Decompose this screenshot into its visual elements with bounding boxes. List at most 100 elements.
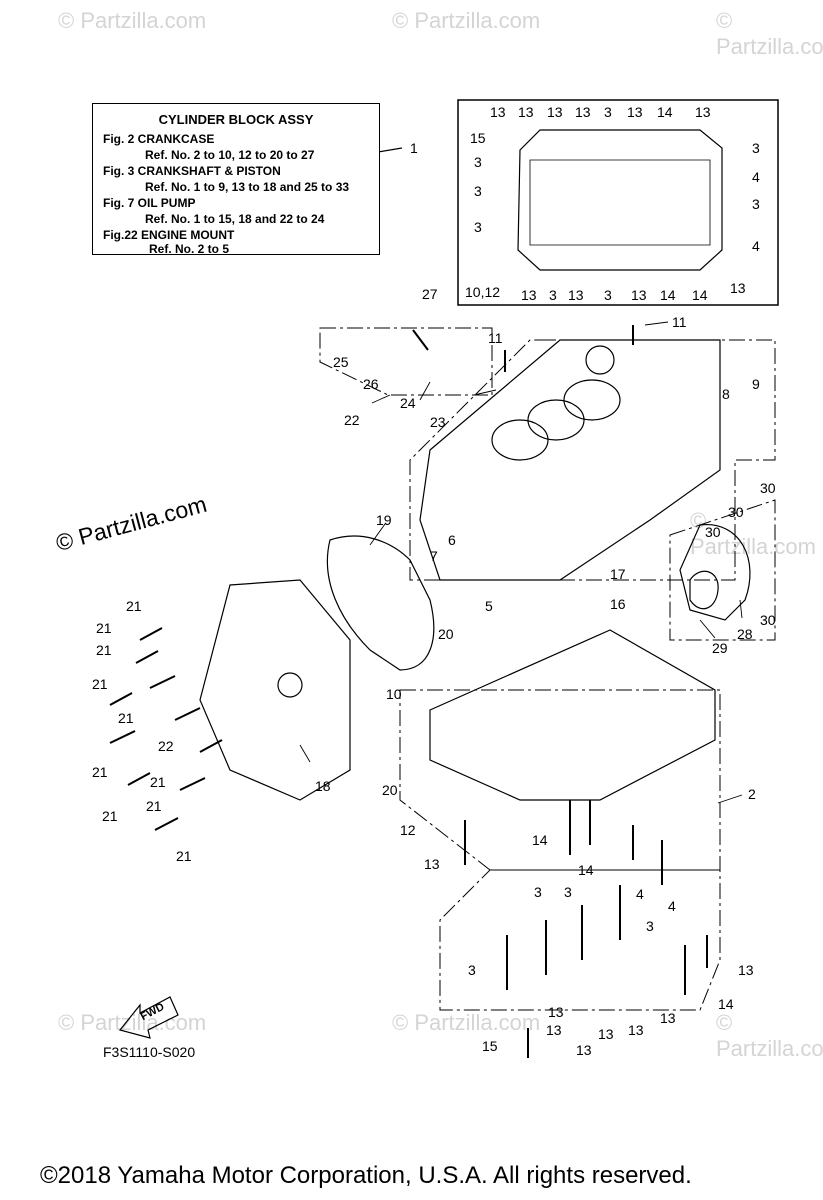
watermark-top-left: © Partzilla.com	[58, 8, 207, 33]
callout-20-top: 20	[438, 626, 454, 642]
fwd-arrow-shape	[118, 996, 179, 1039]
inset-label-left-3: 3	[474, 183, 482, 199]
inset-label-right-1: 3	[752, 140, 760, 156]
callout-30-c: 30	[705, 524, 721, 540]
watermark-top-center: © Partzilla.com	[392, 8, 541, 33]
callout-22-top: 22	[344, 412, 360, 428]
callout-9: 9	[752, 376, 760, 392]
inset-label-top-8: 13	[695, 104, 711, 120]
callout-19: 19	[376, 512, 392, 528]
callout-3-c: 3	[646, 918, 654, 934]
inset-label-bottom-1: 10,12	[465, 284, 501, 300]
leader-22-top	[371, 394, 391, 404]
inset-label-bottom-8: 14	[692, 287, 708, 303]
callout-20-bottom: 20	[382, 782, 398, 798]
callout-24: 24	[400, 395, 416, 411]
oil-filler	[585, 345, 615, 375]
watermark-top-right: © Partzilla.com	[716, 8, 823, 59]
inset-label-top-5: 3	[604, 104, 612, 120]
callout-21-a: 21	[126, 598, 142, 614]
callout-14-a: 14	[532, 832, 548, 848]
callout-14-b: 14	[578, 862, 594, 878]
cylinder-bore-1	[491, 419, 549, 461]
callout-5: 5	[485, 598, 493, 614]
callout-25: 25	[333, 354, 349, 370]
bolt-21-g	[127, 772, 151, 786]
callout-21-g: 21	[150, 774, 166, 790]
leader-11-right	[644, 321, 669, 326]
inset-label-left-1: 15	[470, 130, 486, 146]
inset-label-left-4: 3	[474, 219, 482, 235]
cylinder-block	[419, 339, 721, 581]
inset-label-left-2: 3	[474, 154, 482, 170]
right-cover-gasket	[689, 570, 719, 610]
callout-7: 7	[430, 548, 438, 564]
bolt-21-d	[109, 692, 133, 706]
callout-10: 10	[386, 686, 402, 702]
callout-13-h: 13	[576, 1042, 592, 1058]
inset-label-bottom-5: 3	[604, 287, 612, 303]
callout-14-c: 14	[718, 996, 734, 1012]
watermark-mid-right: © Partzilla.com	[690, 508, 816, 559]
callout-11-right: 11	[672, 314, 687, 330]
callout-30-b: 30	[728, 504, 744, 520]
callout-11-left: 11	[488, 330, 503, 346]
inset-label-top-6: 13	[627, 104, 643, 120]
leader-28	[739, 599, 743, 619]
legend-line-7: Fig.22 ENGINE MOUNT	[103, 228, 235, 242]
leader-2	[717, 794, 743, 804]
bolt-21-h	[179, 777, 206, 791]
inset-label-right-3: 3	[752, 196, 760, 212]
callout-16: 16	[610, 596, 626, 612]
inset-label-bottom-2: 13	[521, 287, 537, 303]
legend-line-4: Ref. No. 1 to 9, 13 to 18 and 25 to 33	[145, 180, 350, 194]
callout-12: 12	[400, 822, 416, 838]
inset-label-bottom-9: 13	[730, 280, 746, 296]
callout-6: 6	[448, 532, 456, 548]
inset-block-inner	[529, 159, 711, 246]
cylinder-bore-3	[563, 379, 621, 421]
bolt-21-c	[149, 675, 176, 689]
callout-30-a: 30	[760, 480, 776, 496]
callout-26: 26	[363, 376, 379, 392]
callout-3-b: 3	[564, 884, 572, 900]
callout-28: 28	[737, 626, 753, 642]
bolt-22	[174, 707, 201, 721]
legend-line-6: Ref. No. 1 to 15, 18 and 22 to 24	[145, 212, 325, 226]
inset-label-top-3: 13	[547, 104, 563, 120]
callout-8: 8	[722, 386, 730, 402]
boundary-crankcase	[399, 689, 721, 871]
right-cover	[679, 524, 751, 621]
bolt-21-i	[154, 817, 179, 831]
inset-label-top-7: 14	[657, 104, 673, 120]
callout-21-b: 21	[96, 620, 112, 636]
callout-2: 2	[748, 786, 756, 802]
callout-21-h: 21	[146, 798, 162, 814]
callout-18: 18	[315, 778, 331, 794]
legend-leader-line	[377, 147, 403, 153]
callout-21-i: 21	[102, 808, 118, 824]
inset-label-bottom-3: 3	[549, 287, 557, 303]
callout-15: 15	[482, 1038, 498, 1054]
callout-21-c: 21	[96, 642, 112, 658]
legend-line-8: Ref. No. 2 to 5	[149, 242, 230, 256]
callout-4-a: 4	[636, 886, 644, 902]
callout-23: 23	[430, 414, 446, 430]
bolt-21-f	[199, 739, 223, 753]
watermark-bottom-right: © Partzilla.com	[716, 1010, 823, 1061]
inset-block-outline	[517, 129, 723, 271]
inset-label-right-2: 4	[752, 169, 760, 185]
callout-21-f: 21	[92, 764, 108, 780]
callout-13-b: 13	[738, 962, 754, 978]
inset-label-bottom-4: 13	[568, 287, 584, 303]
callout-13-d: 13	[628, 1022, 644, 1038]
leader-23	[473, 389, 497, 396]
callout-21-d: 21	[92, 676, 108, 692]
boundary-lower-bolts	[439, 869, 721, 1011]
legend-line-1: Fig. 2 CRANKCASE	[103, 132, 215, 146]
inset-label-top-4: 13	[575, 104, 591, 120]
callout-30-d: 30	[760, 612, 776, 628]
boundary-cylinder-block	[409, 339, 776, 581]
seal	[277, 672, 303, 698]
